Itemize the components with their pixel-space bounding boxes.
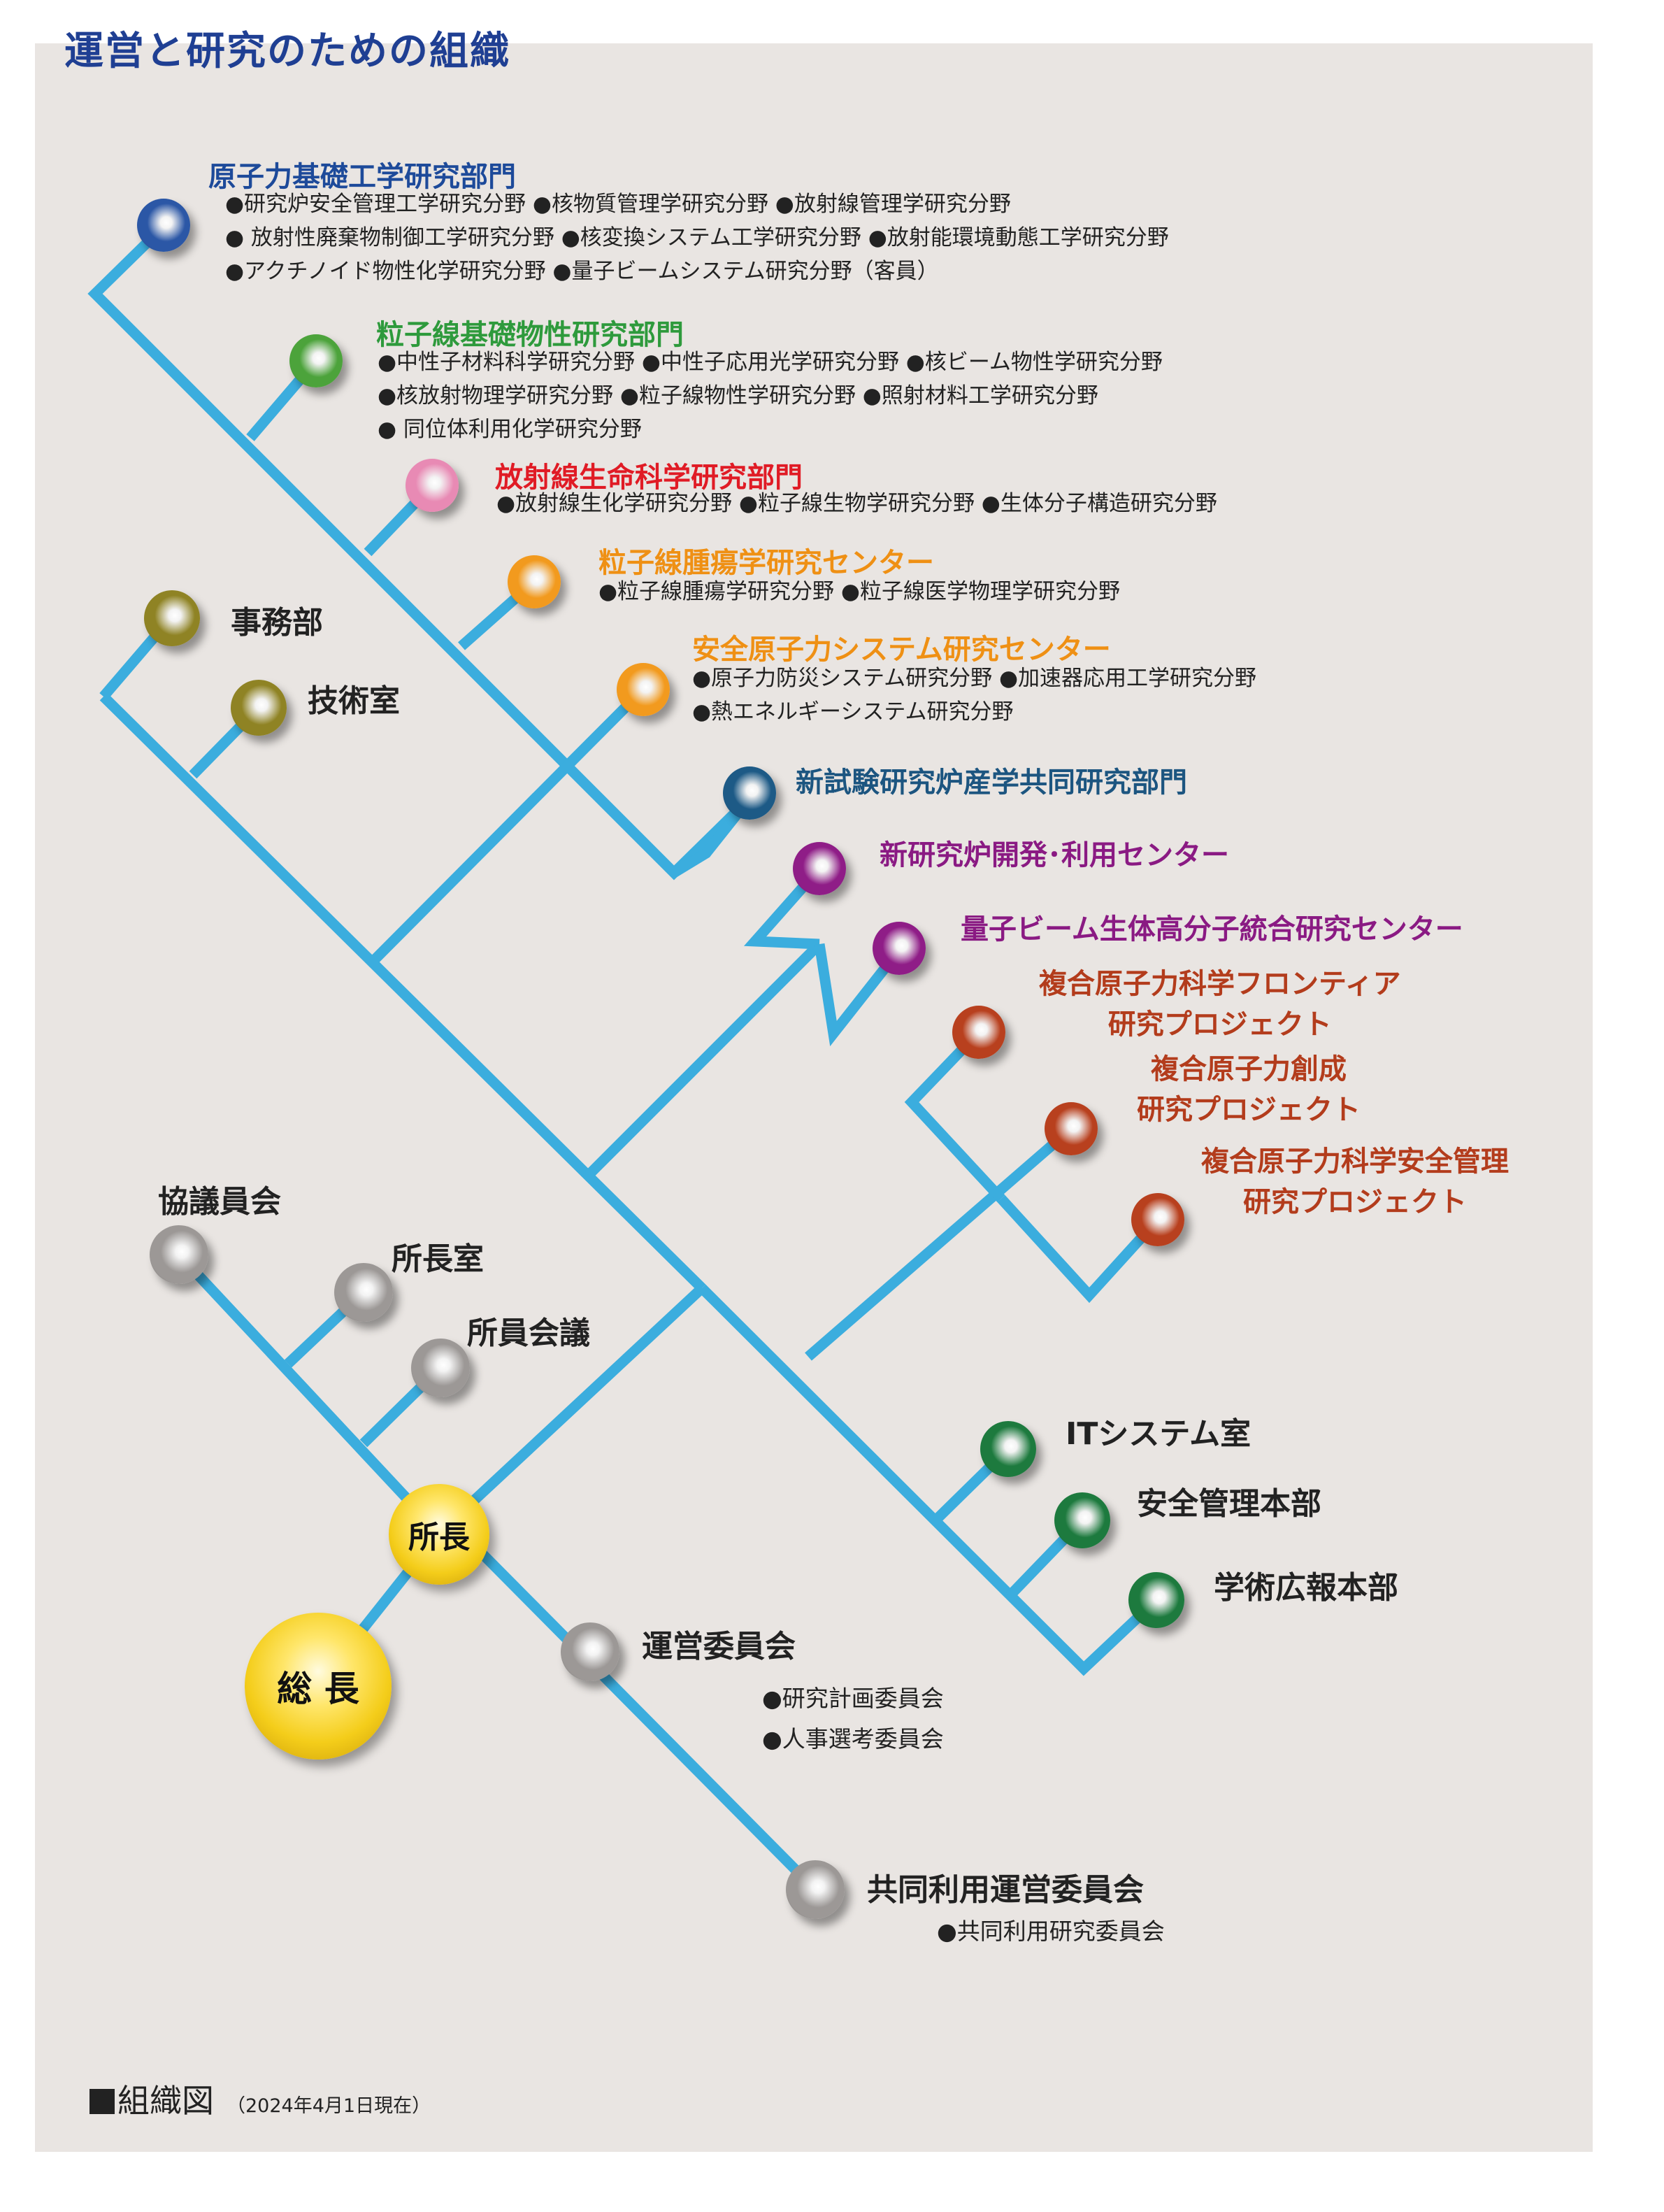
node-unit-11[interactable] (1131, 1193, 1184, 1246)
node-unit-6[interactable] (723, 766, 776, 820)
node-shoinkaigi[interactable] (411, 1339, 470, 1397)
unit-11-name-line-2: 研究プロジェクト (1243, 1186, 1467, 1218)
shochoshitsu-label: 所長室 (392, 1241, 484, 1277)
unit-5-name: 安全原子力システム研究センター (692, 634, 1111, 666)
unit-2-fields: ●中性子材料科学研究分野 ●中性子応用光学研究分野 ●核ビーム物性学研究分野 ●… (378, 345, 1163, 446)
node-unit-10[interactable] (1045, 1102, 1098, 1155)
node-kyodo[interactable] (786, 1860, 845, 1919)
unit-10-name-line-1: 複合原子力創成 (1151, 1053, 1347, 1085)
node-anzen[interactable] (1054, 1492, 1110, 1548)
node-shochoshitsu[interactable] (334, 1263, 393, 1322)
unit-10-name: 複合原子力創成 研究プロジェクト (1137, 1049, 1361, 1130)
diagram-background (35, 43, 1593, 2152)
unit-2-field-line: ● 同位体利用化学研究分野 (378, 417, 642, 442)
caption-date: （2024年4月1日現在） (227, 2095, 431, 2117)
uneiiinkai-sub-item: ●研究計画委員会 (762, 1685, 944, 1712)
node-unit-5[interactable] (617, 663, 670, 716)
branch-line-admin-low (698, 1284, 1161, 1676)
it-label: ITシステム室 (1066, 1416, 1251, 1452)
node-it[interactable] (980, 1421, 1036, 1477)
unit-5-field-line: ●原子力防災システム研究分野 ●加速器応用工学研究分野 (692, 666, 1257, 691)
branch-line-committees (478, 1550, 819, 1894)
director-node[interactable]: 所長 (389, 1484, 489, 1585)
branch-line-main-top (87, 221, 754, 880)
unit-9-name-line-2: 研究プロジェクト (1107, 1008, 1332, 1041)
unit-6-name: 新試験研究炉産学共同研究部門 (796, 766, 1187, 799)
node-gijutsushitsu[interactable] (231, 680, 287, 736)
uneiiinkai-sub: ●研究計画委員会 ●人事選考委員会 (762, 1678, 944, 1760)
kyodo-sub: ●共同利用研究委員会 (937, 1915, 1165, 1948)
director-label: 所長 (408, 1520, 470, 1555)
unit-8-name: 量子ビーム生体高分子統合研究センター (961, 913, 1463, 946)
node-unit-2[interactable] (289, 334, 343, 387)
gakujutsu-label: 学術広報本部 (1214, 1570, 1398, 1606)
branch-line-unit7 (743, 865, 824, 950)
gijutsushitsu-label: 技術室 (308, 683, 400, 719)
uneiiinkai-label: 運営委員会 (642, 1629, 796, 1664)
branch-line-unit8 (814, 943, 905, 1047)
branch-line-unit9 (904, 1028, 1005, 1203)
unit-4-field-line: ●粒子線腫瘍学研究分野 ●粒子線医学物理学研究分野 (598, 579, 1120, 604)
shoinkaigi-label: 所員会議 (467, 1315, 590, 1351)
unit-7-name: 新研究炉開発･利用センター (880, 839, 1229, 871)
branch-line-centers (371, 685, 647, 964)
branch-line-admin-spine (99, 692, 706, 1292)
node-uneiiinkai[interactable] (561, 1622, 619, 1681)
branch-line-kyogi (175, 1250, 443, 1537)
node-unit-1[interactable] (137, 199, 190, 252)
unit-1-field-line: ● 放射性廃棄物制御工学研究分野 ●核変換システム工学研究分野 ●放射能環境動態… (225, 225, 1169, 250)
unit-9-name: 複合原子力科学フロンティア 研究プロジェクト (1039, 964, 1401, 1045)
node-jimubu[interactable] (144, 590, 200, 646)
unit-2-name: 粒子線基礎物性研究部門 (376, 319, 684, 351)
kyogiinkai-label: 協議員会 (158, 1184, 281, 1220)
unit-1-field-line: ●研究炉安全管理工学研究分野 ●核物質管理学研究分野 ●放射線管理学研究分野 (225, 192, 1011, 217)
branch-line-dept6 (671, 795, 754, 878)
unit-2-field-line: ●中性子材料科学研究分野 ●中性子応用光学研究分野 ●核ビーム物性学研究分野 (378, 350, 1163, 375)
diagram-caption: 組織図 （2024年4月1日現在） (89, 2076, 431, 2122)
president-label: 総 長 (277, 1669, 359, 1709)
unit-4-name: 粒子線腫瘍学研究センター (598, 547, 934, 579)
unit-3-fields: ●放射線生化学研究分野 ●粒子線生物学研究分野 ●生体分子構造研究分野 (496, 487, 1217, 520)
node-kyogiinkai[interactable] (150, 1225, 208, 1284)
unit-2-field-line: ●核放射物理学研究分野 ●粒子線物性学研究分野 ●照射材料工学研究分野 (378, 383, 1098, 408)
page-title: 運営と研究のための組織 (64, 29, 510, 74)
node-unit-4[interactable] (508, 555, 561, 608)
unit-11-name: 複合原子力科学安全管理 研究プロジェクト (1201, 1141, 1509, 1222)
node-unit-3[interactable] (406, 459, 459, 512)
unit-1-fields: ●研究炉安全管理工学研究分野 ●核物質管理学研究分野 ●放射線管理学研究分野 ●… (225, 187, 1169, 288)
unit-5-fields: ●原子力防災システム研究分野 ●加速器応用工学研究分野 ●熱エネルギーシステム研… (692, 662, 1256, 729)
unit-10-name-line-2: 研究プロジェクト (1137, 1094, 1361, 1126)
caption-label: 組織図 (117, 2082, 214, 2120)
kyodo-sub-item: ●共同利用研究委員会 (937, 1918, 1165, 1945)
unit-5-field-line: ●熱エネルギーシステム研究分野 (692, 699, 1014, 725)
branch-line-projects (805, 1125, 1075, 1361)
node-unit-9[interactable] (952, 1006, 1005, 1059)
branch-line-director (435, 1284, 706, 1537)
node-unit-8[interactable] (873, 922, 926, 975)
node-unit-7[interactable] (793, 842, 846, 895)
unit-1-field-line: ●アクチノイド物性化学研究分野 ●量子ビームシステム研究分野（客員） (225, 259, 939, 284)
president-node[interactable]: 総 長 (245, 1613, 392, 1760)
uneiiinkai-sub-item: ●人事選考委員会 (762, 1725, 944, 1753)
unit-4-fields: ●粒子線腫瘍学研究分野 ●粒子線医学物理学研究分野 (598, 575, 1120, 608)
unit-3-name: 放射線生命科学研究部門 (495, 462, 803, 494)
branch-line-unit11 (997, 1194, 1162, 1304)
anzen-label: 安全管理本部 (1137, 1486, 1321, 1522)
branch-line-purple (584, 940, 824, 1179)
caption-square-icon (89, 2089, 115, 2114)
unit-11-name-line-1: 複合原子力科学安全管理 (1201, 1146, 1509, 1178)
node-gakujutsu[interactable] (1128, 1572, 1184, 1628)
unit-1-name: 原子力基礎工学研究部門 (208, 161, 516, 193)
kyodo-label: 共同利用運営委員会 (867, 1872, 1144, 1908)
unit-3-field-line: ●放射線生化学研究分野 ●粒子線生物学研究分野 ●生体分子構造研究分野 (496, 491, 1217, 516)
unit-9-name-line-1: 複合原子力科学フロンティア (1039, 968, 1401, 1000)
jimubu-label: 事務部 (231, 605, 323, 641)
